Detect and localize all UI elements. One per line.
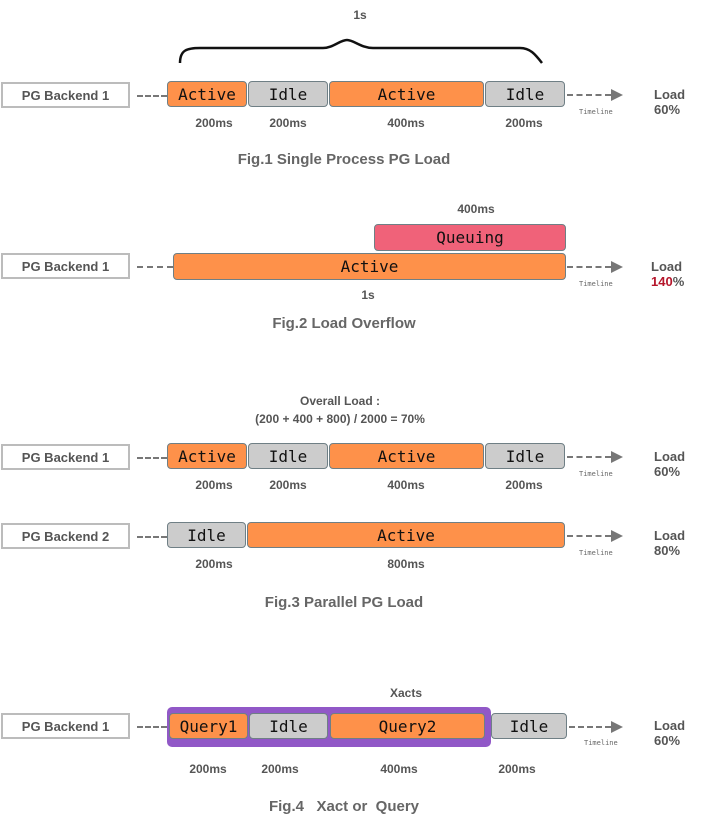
timeline-label: Timeline: [579, 470, 613, 478]
duration-label: 200ms: [269, 116, 307, 130]
segment-active: Active: [167, 443, 247, 469]
backend-box: PG Backend 1: [1, 82, 130, 108]
connector-line: [137, 266, 173, 268]
segment-idle: Idle: [167, 522, 246, 548]
load-value: Load 60%: [654, 718, 686, 748]
timeline-line: [567, 266, 611, 268]
load-value: Load 140%: [651, 259, 684, 289]
arrow-right-icon: [611, 261, 623, 273]
arrow-right-icon: [611, 721, 623, 733]
segment-active: Active: [167, 81, 247, 107]
backend-box: PG Backend 2: [1, 523, 130, 549]
arrow-right-icon: [611, 530, 623, 542]
timeline-label: Timeline: [579, 280, 613, 288]
arrow-right-icon: [611, 451, 623, 463]
figure-caption: Fig.4 Xact or Query: [268, 798, 420, 815]
timeline-line: [569, 726, 611, 728]
backend-box: PG Backend 1: [1, 444, 130, 470]
duration-label: 200ms: [195, 478, 233, 492]
connector-line: [137, 726, 167, 728]
duration-label: 200ms: [189, 762, 227, 776]
segment-idle: Idle: [248, 81, 328, 107]
duration-label: 200ms: [195, 116, 233, 130]
segment-idle: Idle: [485, 443, 565, 469]
segment-idle: Idle: [491, 713, 567, 739]
brace-label: 1s: [353, 8, 367, 22]
load-suffix: %: [672, 274, 685, 289]
segment-active: Active: [247, 522, 565, 548]
load-overflow-value: 140: [651, 274, 673, 289]
segment-active: Active: [329, 443, 484, 469]
duration-label: 200ms: [269, 478, 307, 492]
load-value: Load 60%: [654, 449, 686, 479]
duration-label: 1s: [361, 288, 375, 302]
duration-label: 200ms: [505, 478, 543, 492]
connector-line: [137, 536, 167, 538]
backend-box: PG Backend 1: [1, 713, 130, 739]
overall-load-title: Overall Load :: [299, 394, 381, 408]
duration-label: 400ms: [387, 478, 425, 492]
duration-label: 200ms: [195, 557, 233, 571]
load-value: Load 80%: [654, 528, 686, 558]
figure-caption: Fig.2 Load Overflow: [272, 315, 416, 332]
duration-label: 400ms: [387, 116, 425, 130]
backend-box: PG Backend 1: [1, 253, 130, 279]
segment-active: Active: [173, 253, 566, 280]
segment-query: Query2: [330, 713, 485, 739]
segment-active: Active: [329, 81, 484, 107]
overall-load-formula: (200 + 400 + 800) / 2000 = 70%: [255, 412, 425, 426]
timeline-line: [567, 94, 611, 96]
timeline-line: [567, 456, 611, 458]
duration-label: 200ms: [505, 116, 543, 130]
duration-label: 200ms: [261, 762, 299, 776]
segment-idle: Idle: [249, 713, 328, 739]
segment-query: Query1: [169, 713, 248, 739]
connector-line: [137, 95, 167, 97]
xact-label: Xacts: [389, 686, 423, 700]
arrow-right-icon: [611, 89, 623, 101]
segment-idle: Idle: [485, 81, 565, 107]
figure-caption: Fig.3 Parallel PG Load: [264, 594, 424, 611]
segment-idle: Idle: [248, 443, 328, 469]
timeline-label: Timeline: [579, 549, 613, 557]
load-value: Load 60%: [654, 87, 686, 117]
figure-caption: Fig.1 Single Process PG Load: [237, 151, 451, 168]
segment-queuing: Queuing: [374, 224, 566, 251]
duration-label: 800ms: [387, 557, 425, 571]
timeline-label: Timeline: [579, 108, 613, 116]
duration-label: 400ms: [380, 762, 418, 776]
load-prefix: Load: [651, 259, 683, 274]
timeline-line: [567, 535, 611, 537]
timeline-label: Timeline: [584, 739, 618, 747]
duration-label: 200ms: [498, 762, 536, 776]
connector-line: [137, 457, 167, 459]
brace-icon: [178, 38, 543, 64]
duration-label: 400ms: [457, 202, 495, 216]
